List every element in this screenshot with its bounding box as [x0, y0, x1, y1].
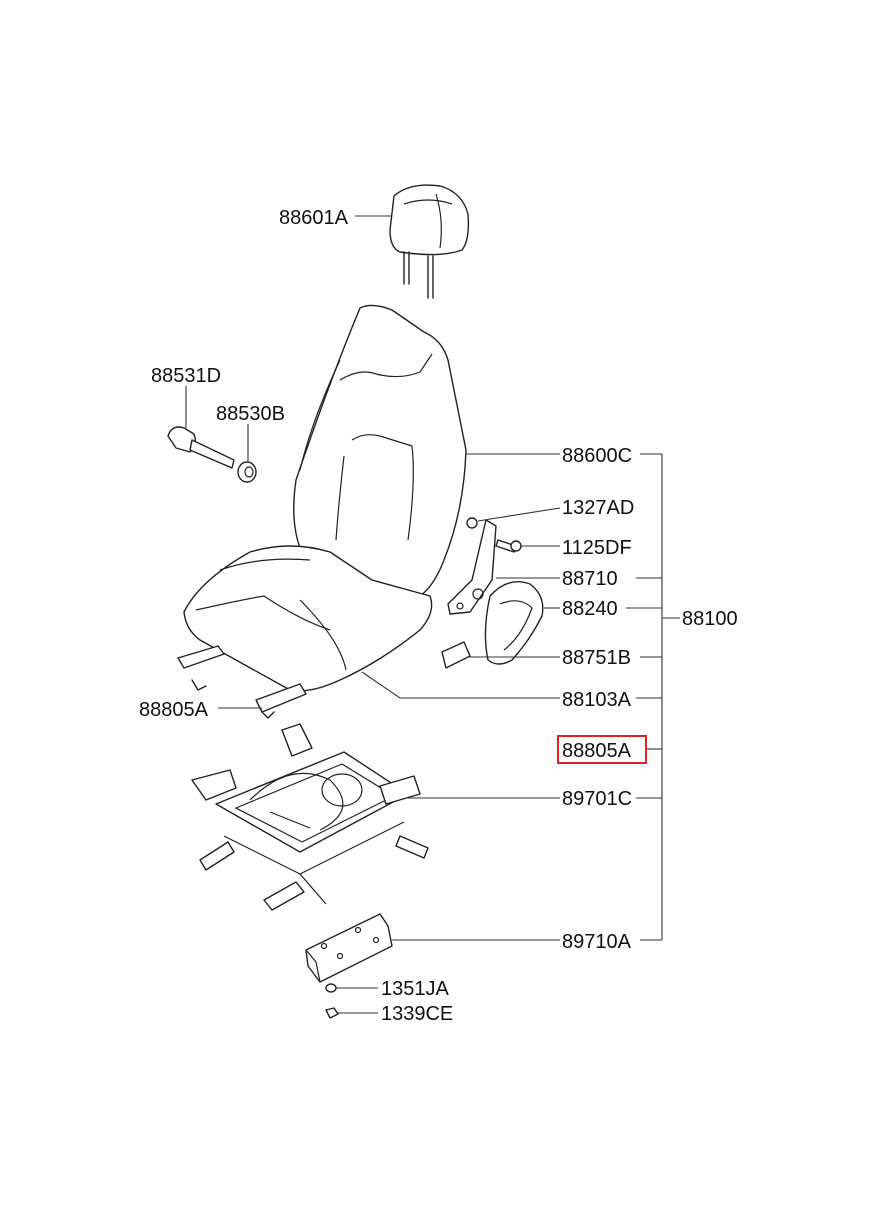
cover-inner-part[interactable] — [441, 641, 471, 669]
bracket-nut-part[interactable] — [325, 1007, 339, 1019]
label-recliner-arm[interactable]: 88710 — [562, 568, 618, 590]
nut-part[interactable] — [466, 517, 478, 529]
label-bracket-nut[interactable]: 1339CE — [381, 1003, 453, 1025]
bolt-part[interactable] — [495, 539, 522, 553]
highlight-box — [557, 735, 647, 764]
label-recliner-cover[interactable]: 88240 — [562, 598, 618, 620]
label-seat-cushion[interactable]: 88103A — [562, 689, 632, 711]
label-adjuster-frame[interactable]: 89701C — [562, 788, 632, 810]
label-track-left[interactable]: 88805A — [139, 699, 209, 721]
seat-cushion-part[interactable] — [183, 545, 433, 692]
label-nut[interactable]: 1327AD — [562, 497, 634, 519]
recliner-knob-part[interactable] — [167, 426, 235, 469]
label-track-highlighted[interactable]: 88805A — [562, 740, 632, 762]
label-headrest[interactable]: 88601A — [279, 207, 349, 229]
label-cover-inner[interactable]: 88751B — [562, 647, 631, 669]
seat-back-part[interactable] — [293, 304, 467, 601]
knob-nut-part[interactable] — [237, 461, 257, 483]
headrest-part[interactable] — [389, 184, 470, 299]
label-seat-back[interactable]: 88600C — [562, 445, 632, 467]
leader-lines — [185, 215, 680, 1014]
recliner-arm-part[interactable] — [447, 519, 497, 615]
label-knob-nut[interactable]: 88530B — [216, 403, 285, 425]
label-washer[interactable]: 1351JA — [381, 978, 449, 1000]
mount-bracket-part[interactable] — [305, 913, 393, 983]
label-recliner-knob[interactable]: 88531D — [151, 365, 221, 387]
label-assembly[interactable]: 88100 — [682, 608, 738, 630]
label-bolt[interactable]: 1125DF — [562, 537, 632, 559]
seat-track-left[interactable] — [177, 645, 307, 719]
adjuster-frame-part[interactable] — [191, 723, 429, 911]
recliner-cover-part[interactable] — [484, 581, 544, 665]
washer-part[interactable] — [325, 983, 337, 993]
label-mount-bracket[interactable]: 89710A — [562, 931, 632, 953]
